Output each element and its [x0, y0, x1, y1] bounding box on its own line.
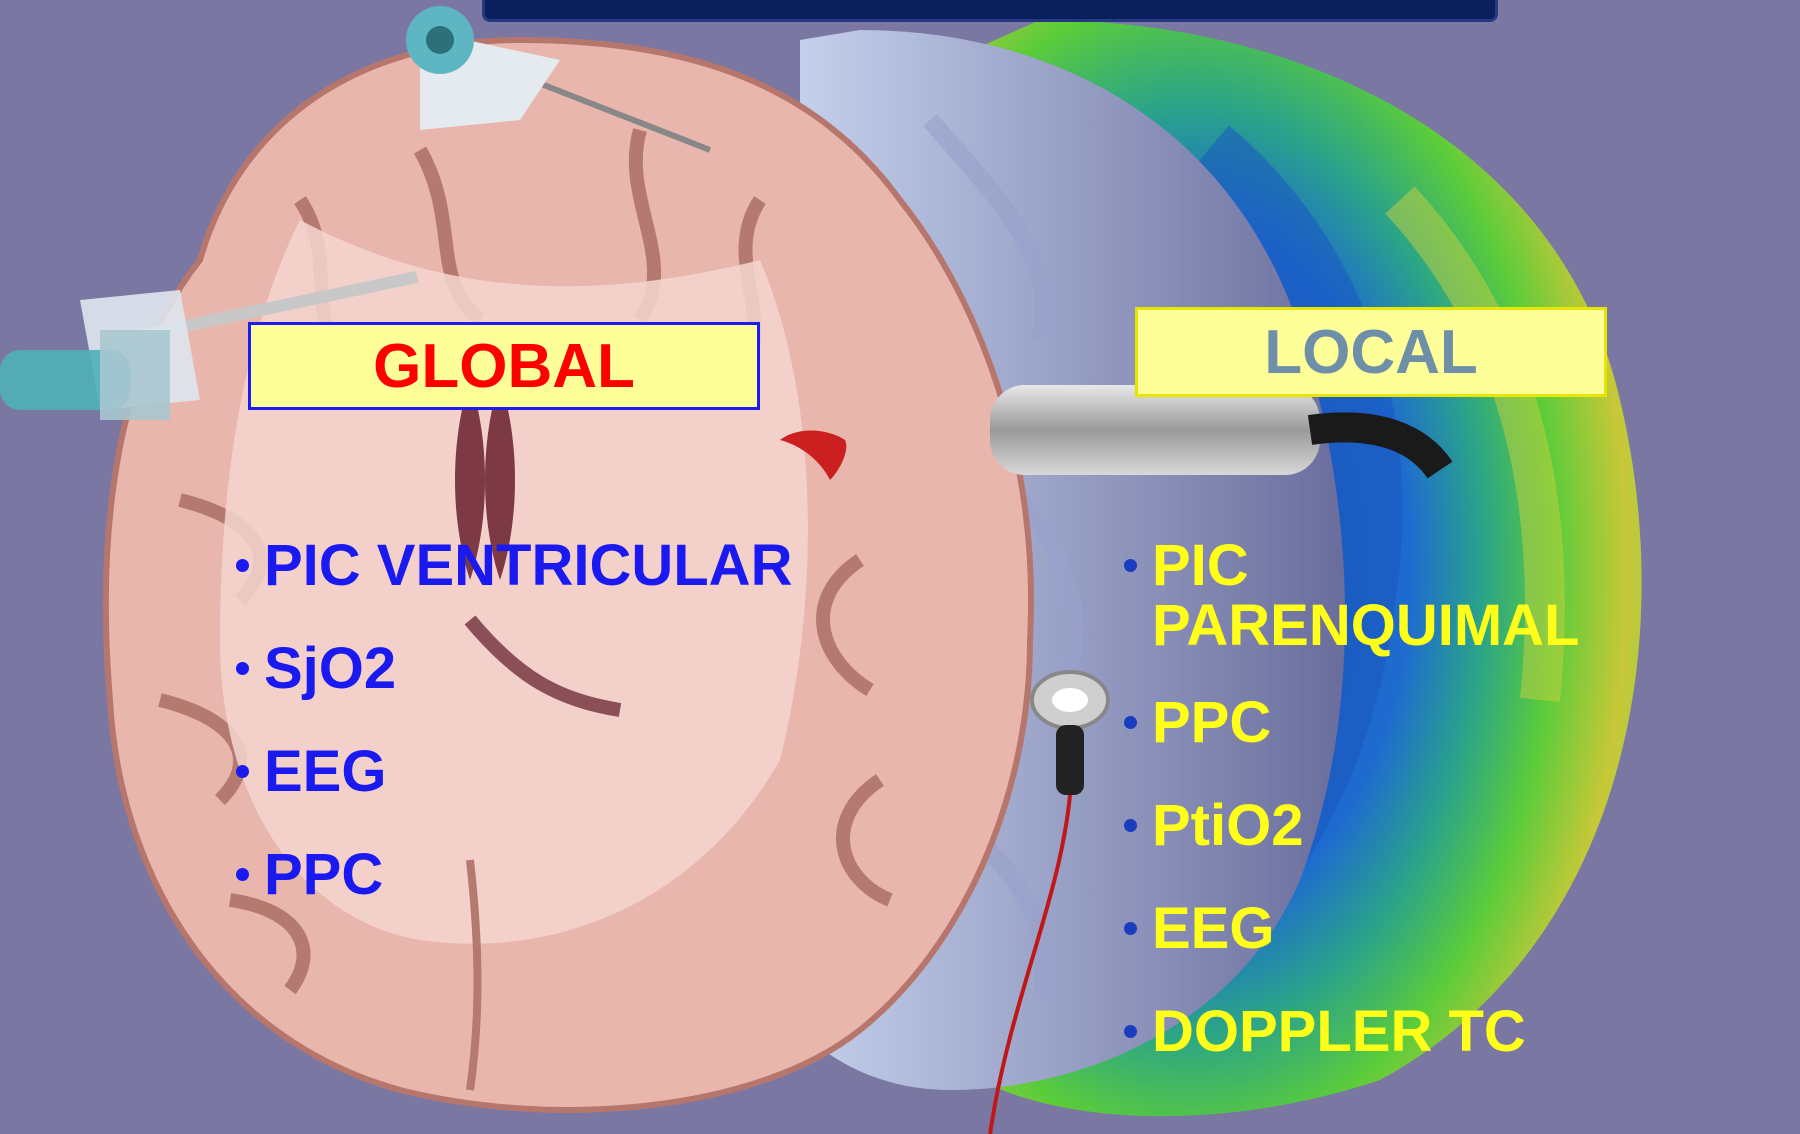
list-item-label: SjO2	[264, 636, 396, 701]
bullet-icon	[1124, 819, 1137, 832]
bullet-icon	[1124, 922, 1137, 935]
global-label: GLOBAL	[248, 322, 760, 410]
list-item: PtiO2	[1124, 796, 1632, 856]
list-item: DOPPLER TC	[1124, 1002, 1632, 1062]
list-item-label: PPC	[1152, 690, 1271, 755]
list-item: EEG	[236, 742, 792, 802]
list-item: PPC	[1124, 693, 1632, 753]
title-bar	[482, 0, 1498, 22]
list-item-label: EEG	[264, 739, 387, 804]
bullet-icon	[236, 868, 249, 881]
list-item: PIC PARENQUIMAL	[1124, 536, 1632, 656]
list-item: EEG	[1124, 899, 1632, 959]
bullet-icon	[236, 559, 249, 572]
list-item: PIC VENTRICULAR	[236, 536, 792, 596]
bullet-icon	[236, 765, 249, 778]
bullet-icon	[1124, 1025, 1137, 1038]
bullet-icon	[1124, 559, 1137, 572]
list-item-label: DOPPLER TC	[1152, 999, 1526, 1064]
global-monitoring-list: PIC VENTRICULAR SjO2 EEG PPC	[236, 536, 792, 948]
local-label: LOCAL	[1135, 307, 1607, 397]
list-item-label: PtiO2	[1152, 793, 1304, 858]
list-item: PPC	[236, 845, 792, 905]
list-item-label: PIC PARENQUIMAL	[1152, 533, 1579, 658]
bullet-icon	[1124, 716, 1137, 729]
bullet-icon	[236, 662, 249, 675]
list-item-label: EEG	[1152, 896, 1275, 961]
local-monitoring-list: PIC PARENQUIMAL PPC PtiO2 EEG DOPPLER TC	[1124, 536, 1632, 1105]
list-item: SjO2	[236, 639, 792, 699]
list-item-label: PIC VENTRICULAR	[264, 533, 792, 598]
list-item-label: PPC	[264, 842, 383, 907]
